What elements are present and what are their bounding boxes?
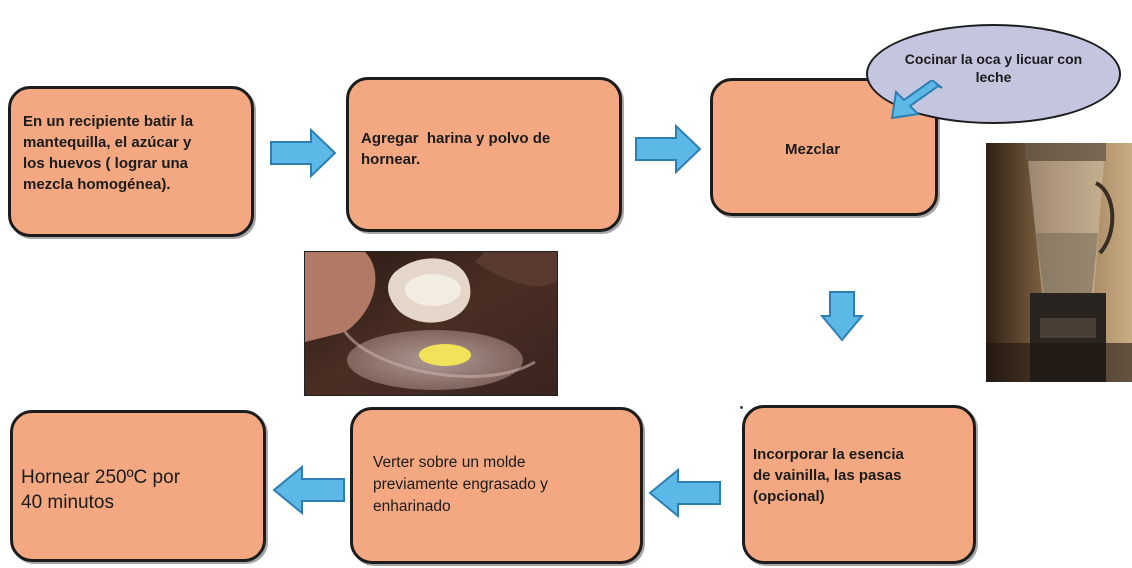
step-box-1: En un recipiente batir la mantequilla, e… <box>8 86 254 237</box>
arrow-right-icon <box>269 128 337 178</box>
step-5-line-2: previamente engrasado y <box>373 474 632 496</box>
step-4-line-2: de vainilla, las pasas <box>753 465 965 486</box>
note-line-1: Cocinar la oca y licuar con <box>880 50 1107 68</box>
arrow-down-icon <box>820 290 864 342</box>
mixing-bowl-photo <box>304 251 558 396</box>
step-1-line-4: mezcla homogénea). <box>23 174 241 195</box>
stray-dot <box>740 406 743 409</box>
step-2-line-2: hornear. <box>361 149 609 170</box>
step-box-5: Verter sobre un molde previamente engras… <box>350 407 643 564</box>
step-6-line-2: 40 minutos <box>21 490 255 515</box>
arrow-left-icon <box>272 465 346 515</box>
blender-photo <box>986 143 1132 382</box>
arrow-diagonal-icon <box>888 80 944 122</box>
step-3-line-1: Mezclar <box>785 139 925 160</box>
step-box-6: Hornear 250ºC por 40 minutos <box>10 410 266 562</box>
step-box-4: Incorporar la esencia de vainilla, las p… <box>742 405 976 564</box>
step-6-line-1: Hornear 250ºC por <box>21 465 255 490</box>
step-5-line-1: Verter sobre un molde <box>373 452 632 474</box>
arrow-right-icon <box>634 124 702 174</box>
step-4-line-1: Incorporar la esencia <box>753 444 965 465</box>
step-4-line-3: (opcional) <box>753 486 965 507</box>
step-1-line-2: mantequilla, el azúcar y <box>23 132 241 153</box>
step-2-line-1: Agregar harina y polvo de <box>361 128 609 149</box>
step-box-2: Agregar harina y polvo de hornear. <box>346 77 622 232</box>
step-1-line-3: los huevos ( lograr una <box>23 153 241 174</box>
step-1-line-1: En un recipiente batir la <box>23 111 241 132</box>
step-5-line-3: enharinado <box>373 496 632 518</box>
arrow-left-icon <box>648 468 722 518</box>
